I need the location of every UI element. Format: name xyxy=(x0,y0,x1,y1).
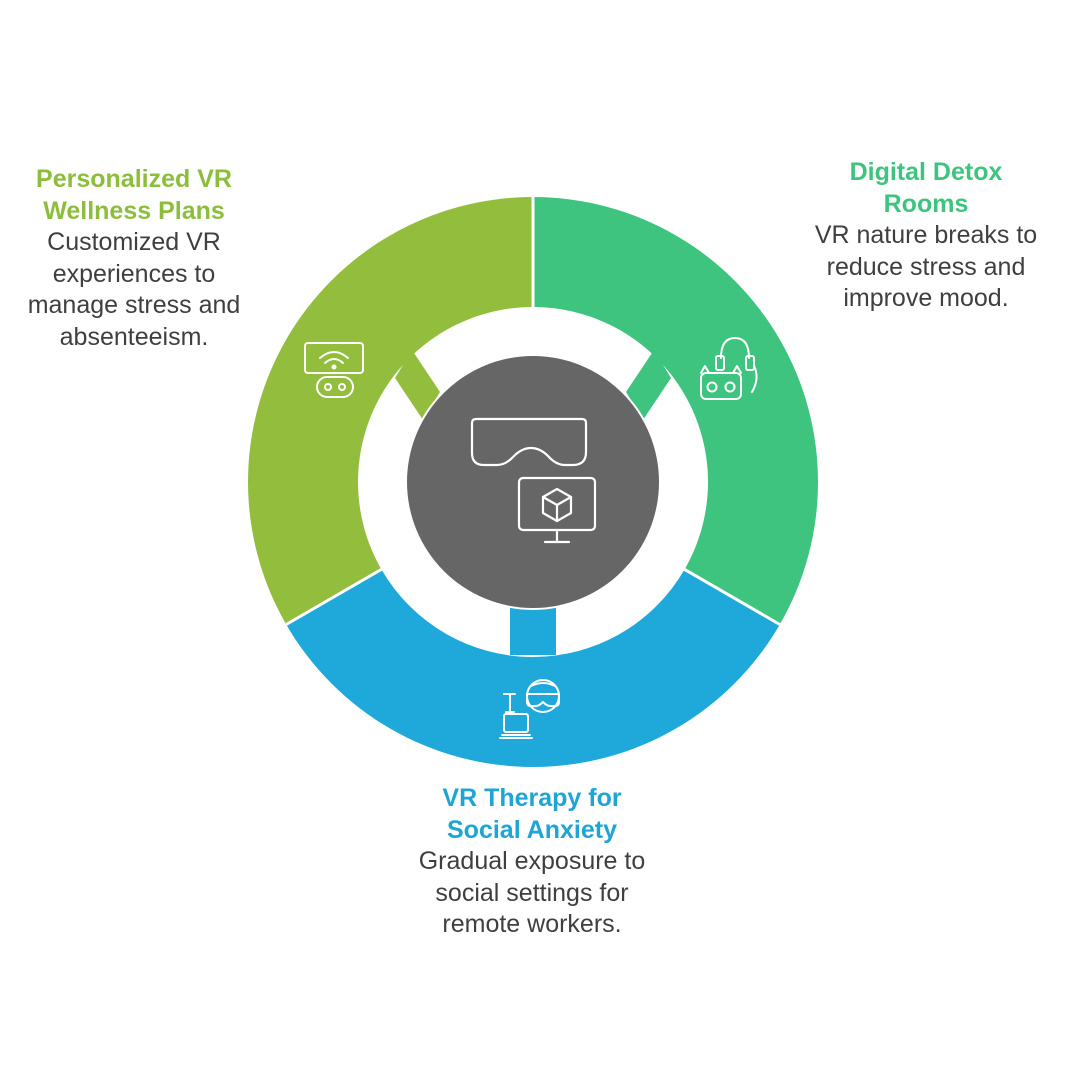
connector-detox xyxy=(626,350,671,420)
segment-therapy xyxy=(286,569,780,767)
label-wellness: Personalized VR Wellness Plans Customize… xyxy=(20,164,248,353)
label-therapy: VR Therapy for Social Anxiety Gradual ex… xyxy=(410,783,654,941)
detox-title: Digital Detox Rooms xyxy=(849,158,1003,218)
therapy-title: VR Therapy for Social Anxiety xyxy=(442,784,622,844)
segment-wellness xyxy=(248,197,533,625)
label-detox: Digital Detox Rooms VR nature breaks to … xyxy=(812,157,1040,315)
center-hub xyxy=(407,356,659,608)
therapy-description: Gradual exposure to social settings for … xyxy=(418,847,646,938)
connector-wellness xyxy=(395,350,440,420)
detox-description: VR nature breaks to reduce stress and im… xyxy=(814,221,1038,312)
vr-headset-monitor-cube-icon xyxy=(470,417,597,544)
segment-detox xyxy=(533,197,818,625)
vr-headset-headphones-icon xyxy=(700,337,758,400)
vr-remote-laptop-icon xyxy=(499,679,560,739)
wellness-title: Personalized VR Wellness Plans xyxy=(36,165,232,225)
vr-headset-wifi-icon xyxy=(304,342,364,398)
wellness-description: Customized VR experiences to manage stre… xyxy=(27,228,241,351)
connector-therapy xyxy=(510,605,556,655)
